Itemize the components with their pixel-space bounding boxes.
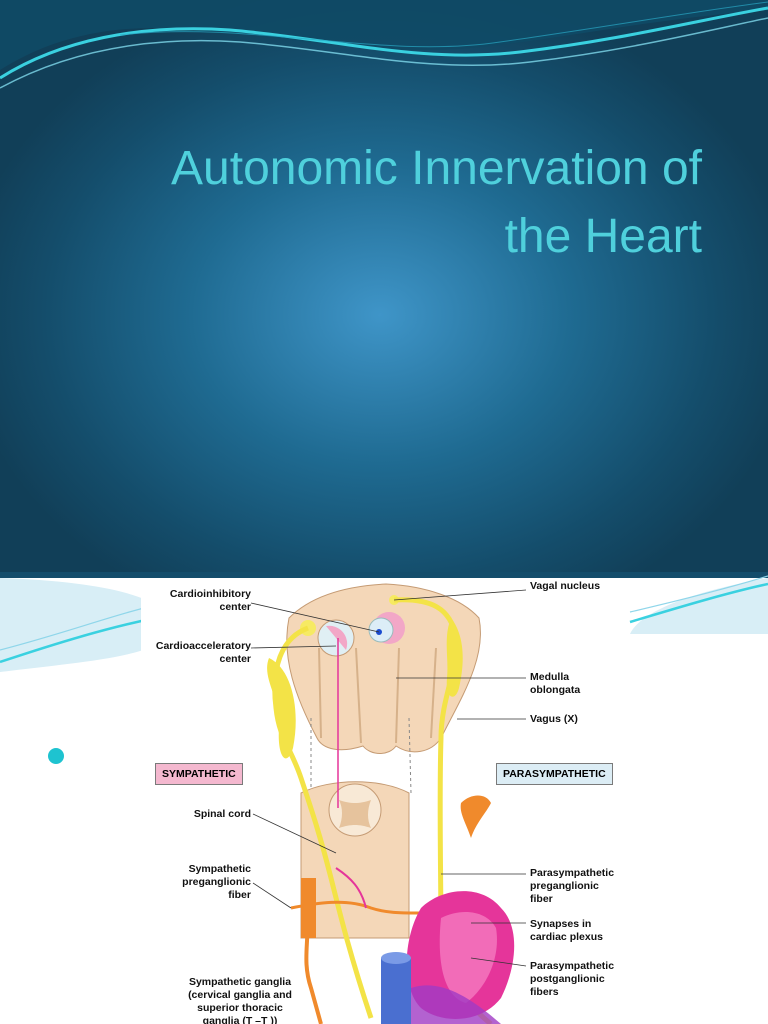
label-sympathetic-preganglionic-fiber: Sympathetic preganglionic fiber bbox=[182, 863, 251, 901]
slide-title-line-2: the Heart bbox=[504, 210, 702, 263]
label-cardioinhibitory-center: Cardioinhibitory center bbox=[169, 588, 251, 613]
label-vagus: Vagus (X) bbox=[530, 713, 578, 725]
label-vagal-nucleus: Vagal nucleus bbox=[530, 580, 601, 592]
label-medulla-oblongata: Medulla oblongata bbox=[530, 671, 581, 696]
top-wave-decoration bbox=[0, 0, 768, 89]
label-spinal-cord: Spinal cord bbox=[193, 808, 251, 820]
label-parasympathetic-postganglionic-fibers: Parasympathetic postganglionic fibers bbox=[530, 960, 615, 998]
label-cardioacceleratory-center: Cardioacceleratory center bbox=[155, 640, 251, 665]
label-parasympathetic-preganglionic-fiber: Parasympathetic preganglionic fiber bbox=[530, 867, 615, 905]
slide-title-line-1: Autonomic Innervation of bbox=[171, 142, 702, 195]
label-synapses-cardiac-plexus: Synapses in cardiac plexus bbox=[530, 918, 603, 943]
bullet-point bbox=[48, 748, 64, 764]
heart-innervation-diagram: Cardioinhibitory center Cardioaccelerato… bbox=[141, 578, 626, 1024]
diagram-illustration bbox=[250, 583, 527, 1024]
label-parasympathetic: PARASYMPATHETIC bbox=[496, 763, 613, 785]
slide-title: Autonomic Innervation of the Heart bbox=[42, 135, 702, 271]
label-sympathetic-ganglia: Sympathetic ganglia (cervical ganglia an… bbox=[188, 976, 292, 1024]
title-panel: Autonomic Innervation of the Heart bbox=[0, 0, 768, 578]
label-sympathetic: SYMPATHETIC bbox=[155, 763, 243, 785]
